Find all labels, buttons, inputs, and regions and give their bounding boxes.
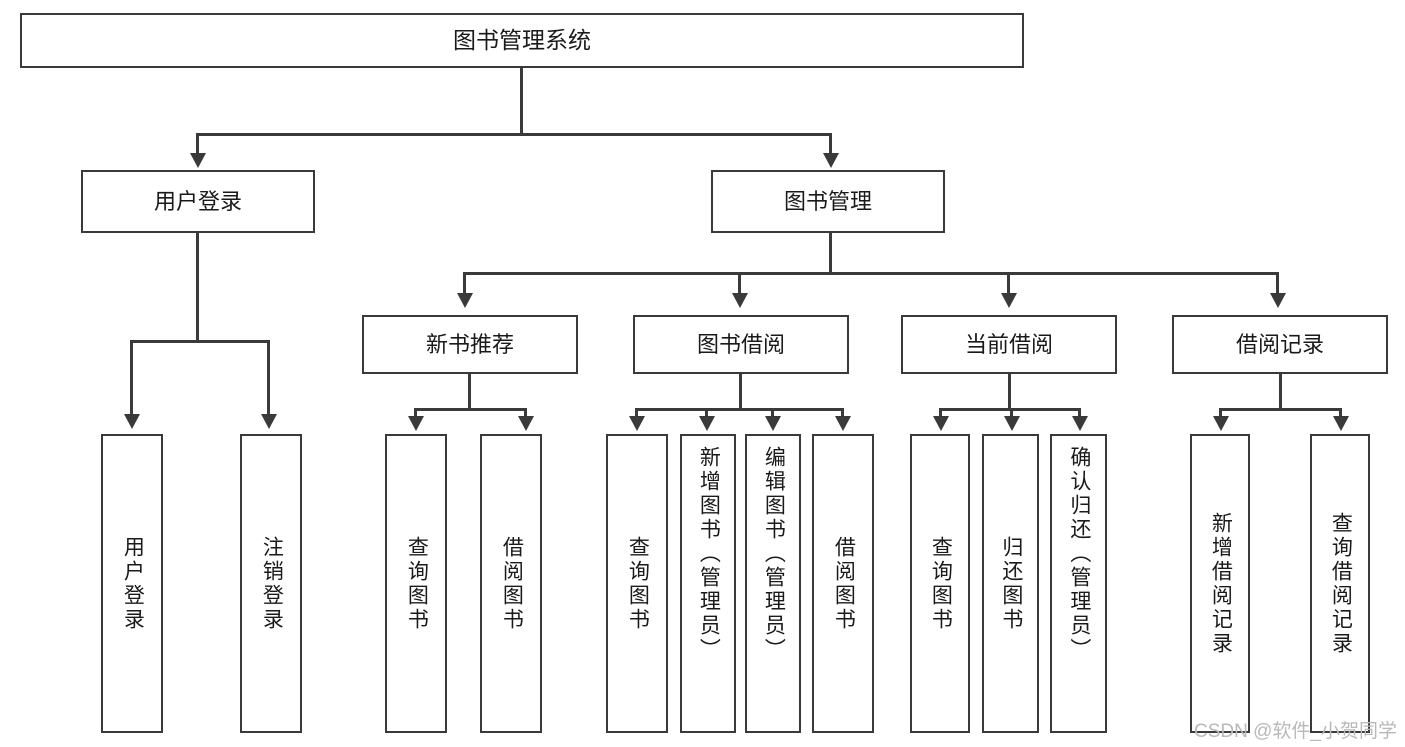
arrow-cb-to-leaf-3 [1072,416,1088,431]
connector-book-management-stem [829,233,832,272]
connector-cb-to-leaf-3 [1078,408,1081,418]
leaf-label: 注销登录 [260,535,284,632]
leaf-label: 归还图书 [999,535,1023,632]
leaf-query-book-1[interactable]: 查询图书 [385,434,447,733]
leaf-label: 用户登录 [121,535,145,632]
node-label: 当前借阅 [964,331,1053,357]
connector-bm-to-borrow-record [1276,272,1279,293]
leaf-add-borrow-record[interactable]: 新增借阅记录 [1190,434,1250,733]
leaf-label: 编辑图书（管理员） [762,446,786,662]
node-label: 图书借阅 [696,331,785,357]
node-book-management-system[interactable]: 图书管理系统 [20,13,1024,68]
node-label: 图书管理 [783,188,872,214]
arrow-bm-to-new-book-recommend [457,293,473,308]
leaf-borrow-book-1[interactable]: 借阅图书 [480,434,542,733]
connector-root-to-book-management [829,133,832,155]
arrow-bm-to-borrow-record [1270,293,1286,308]
connector-root-bus [196,133,832,136]
connector-root-to-user-login [196,133,199,155]
connector-current-borrow-stem [1008,374,1011,408]
node-label: 图书管理系统 [453,26,591,53]
arrow-br-to-leaf-1 [1213,416,1229,431]
connector-br-to-leaf-2 [1339,408,1342,418]
connector-book-borrow-bus [635,408,844,411]
node-borrow-record[interactable]: 借阅记录 [1172,315,1388,374]
connector-bb-to-leaf-2 [705,408,708,418]
leaf-query-book-2[interactable]: 查询图书 [606,434,668,733]
node-book-management[interactable]: 图书管理 [711,170,945,233]
connector-new-book-recommend-bus [414,408,527,411]
arrow-cb-to-leaf-1 [933,416,949,431]
connector-bm-to-current-borrow [1007,272,1010,293]
leaf-label: 借阅图书 [832,535,856,632]
node-user-login[interactable]: 用户登录 [81,170,315,233]
connector-user-login-to-leaf-2 [267,340,270,414]
connector-bm-to-new-book-recommend [463,272,466,293]
connector-bm-to-book-borrow [738,272,741,293]
arrow-cb-to-leaf-2 [1004,416,1020,431]
arrow-bm-to-book-borrow [732,293,748,308]
leaf-label: 新增借阅记录 [1209,511,1233,656]
connector-cb-to-leaf-1 [939,408,942,418]
leaf-return-book[interactable]: 归还图书 [982,434,1039,733]
arrow-user-login-to-leaf-1 [124,414,140,429]
node-current-borrow[interactable]: 当前借阅 [901,315,1117,374]
node-label: 用户登录 [153,188,242,214]
leaf-logout-login[interactable]: 注销登录 [240,434,302,733]
leaf-edit-book[interactable]: 编辑图书（管理员） [745,434,801,733]
connector-bb-to-leaf-1 [635,408,638,418]
connector-cb-to-leaf-2 [1010,408,1013,418]
connector-nbr-to-leaf-2 [524,408,527,418]
arrow-bb-to-leaf-4 [835,416,851,431]
arrow-nbr-to-leaf-2 [518,416,534,431]
node-label: 借阅记录 [1235,331,1324,357]
connector-bb-to-leaf-3 [771,408,774,418]
connector-user-login-stem [196,233,199,340]
connector-borrow-record-stem [1279,374,1282,408]
arrow-bm-to-current-borrow [1001,293,1017,308]
leaf-label: 新增图书（管理员） [697,446,721,662]
connector-book-management-bus [463,272,1279,275]
connector-borrow-record-bus [1219,408,1342,411]
leaf-label: 查询图书 [405,535,429,632]
leaf-label: 借阅图书 [500,535,524,632]
arrow-bb-to-leaf-2 [699,416,715,431]
arrow-br-to-leaf-2 [1333,416,1349,431]
connector-bb-to-leaf-4 [841,408,844,418]
leaf-label: 确认归还（管理员） [1067,446,1091,662]
leaf-user-login[interactable]: 用户登录 [101,434,163,733]
arrow-root-to-book-management [823,153,839,168]
arrow-bb-to-leaf-1 [629,416,645,431]
connector-book-borrow-stem [739,374,742,408]
connector-br-to-leaf-1 [1219,408,1222,418]
leaf-query-borrow-record[interactable]: 查询借阅记录 [1310,434,1370,733]
leaf-label: 查询借阅记录 [1329,511,1353,656]
connector-new-book-recommend-stem [468,374,471,408]
arrow-root-to-user-login [190,153,206,168]
connector-root-stem [520,68,523,133]
leaf-query-book-3[interactable]: 查询图书 [910,434,970,733]
leaf-confirm-return[interactable]: 确认归还（管理员） [1050,434,1107,733]
node-book-borrow[interactable]: 图书借阅 [633,315,849,374]
node-new-book-recommend[interactable]: 新书推荐 [362,315,578,374]
leaf-label: 查询图书 [626,535,650,632]
connector-user-login-to-leaf-1 [130,340,133,414]
node-label: 新书推荐 [425,331,514,357]
arrow-bb-to-leaf-3 [765,416,781,431]
arrow-nbr-to-leaf-1 [408,416,424,431]
leaf-borrow-book-2[interactable]: 借阅图书 [812,434,874,733]
connector-nbr-to-leaf-1 [414,408,417,418]
leaf-add-book[interactable]: 新增图书（管理员） [680,434,736,733]
connector-user-login-bus [130,340,269,343]
arrow-user-login-to-leaf-2 [261,414,277,429]
leaf-label: 查询图书 [929,535,953,632]
